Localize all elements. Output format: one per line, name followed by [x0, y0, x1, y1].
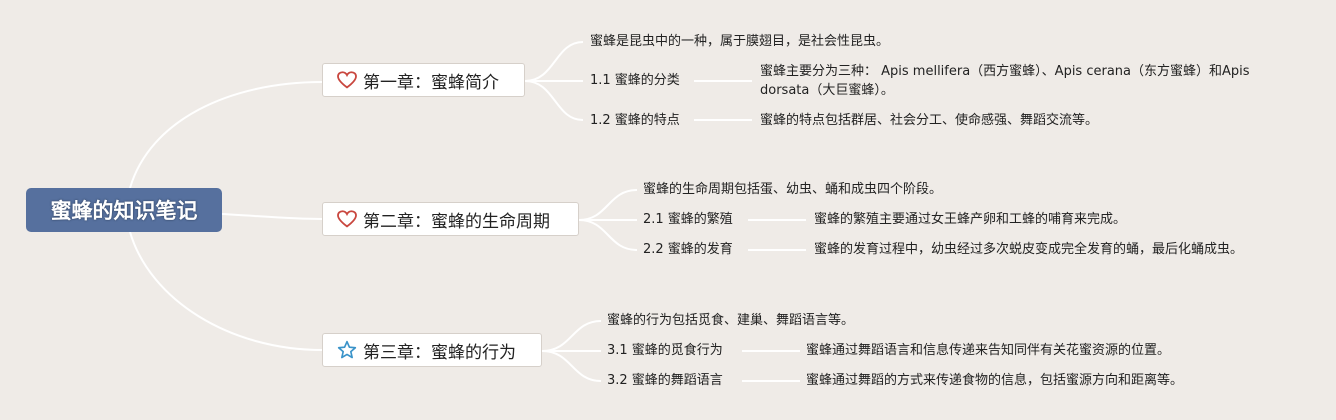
heart-icon — [337, 209, 357, 229]
section-2-1-title[interactable]: 2.1 蜜蜂的繁殖 — [643, 212, 733, 227]
chapter-2-summary: 蜜蜂的生命周期包括蛋、幼虫、蛹和成虫四个阶段。 — [643, 182, 943, 197]
chapter-2-node[interactable]: 第二章：蜜蜂的生命周期 — [322, 202, 579, 236]
chapter-3-title: 第三章：蜜蜂的行为 — [363, 342, 516, 363]
section-2-2-title[interactable]: 2.2 蜜蜂的发育 — [643, 242, 733, 257]
section-1-1-detail: 蜜蜂主要分为三种： Apis mellifera（西方蜜蜂）、Apis cera… — [760, 64, 1250, 98]
section-1-2-detail: 蜜蜂的特点包括群居、社会分工、使命感强、舞蹈交流等。 — [760, 113, 1099, 128]
section-1-2-title[interactable]: 1.2 蜜蜂的特点 — [590, 113, 680, 128]
root-topic[interactable]: 蜜蜂的知识笔记 — [26, 188, 222, 232]
chapter-1-summary: 蜜蜂是昆虫中的一种，属于膜翅目，是社会性昆虫。 — [590, 34, 890, 49]
section-2-2-detail: 蜜蜂的发育过程中，幼虫经过多次蜕皮变成完全发育的蛹，最后化蛹成虫。 — [814, 242, 1244, 257]
root-title: 蜜蜂的知识笔记 — [50, 199, 198, 223]
chapter-2-title: 第二章：蜜蜂的生命周期 — [363, 211, 550, 232]
section-3-1-detail: 蜜蜂通过舞蹈语言和信息传递来告知同伴有关花蜜资源的位置。 — [806, 343, 1171, 358]
star-icon — [337, 340, 357, 360]
chapter-3-node[interactable]: 第三章：蜜蜂的行为 — [322, 333, 542, 367]
heart-icon — [337, 70, 357, 90]
chapter-3-summary: 蜜蜂的行为包括觅食、建巢、舞蹈语言等。 — [607, 313, 855, 328]
chapter-1-node[interactable]: 第一章：蜜蜂简介 — [322, 63, 525, 97]
section-3-2-detail: 蜜蜂通过舞蹈的方式来传递食物的信息，包括蜜源方向和距离等。 — [806, 373, 1184, 388]
section-3-1-title[interactable]: 3.1 蜜蜂的觅食行为 — [607, 343, 723, 358]
section-2-1-detail: 蜜蜂的繁殖主要通过女王蜂产卵和工蜂的哺育来完成。 — [814, 212, 1127, 227]
section-1-1-title[interactable]: 1.1 蜜蜂的分类 — [590, 73, 680, 88]
chapter-1-title: 第一章：蜜蜂简介 — [363, 72, 499, 93]
section-3-2-title[interactable]: 3.2 蜜蜂的舞蹈语言 — [607, 373, 723, 388]
